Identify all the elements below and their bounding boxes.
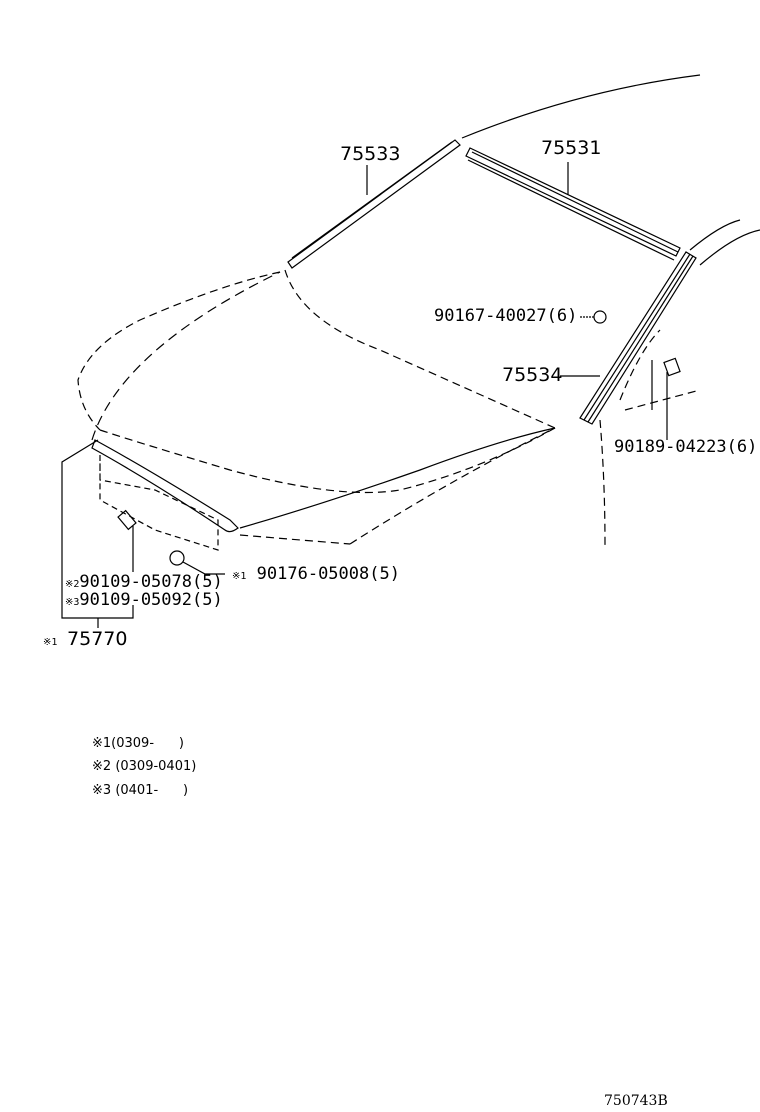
- applicability-mark: ※2: [65, 579, 80, 590]
- applicability-mark: ※1: [232, 571, 247, 582]
- part-label-75531: 75531: [541, 137, 602, 159]
- note-1: ※1(0309- ): [92, 736, 184, 751]
- part-number: 90189-04223: [614, 437, 727, 457]
- part-label-90109-05092: ※390109-05092(5): [65, 590, 223, 610]
- part-qty: (6): [726, 437, 758, 457]
- part-label-90189-04223: 90189-04223(6): [614, 437, 757, 457]
- note-3: ※3 (0401- ): [92, 783, 188, 798]
- note-mark: ※2: [92, 759, 112, 774]
- part-label-75534: 75534: [502, 364, 563, 386]
- part-number: 90109-05092: [79, 590, 192, 610]
- part-number: 90109-05078: [79, 572, 192, 592]
- note-range: (0401- ): [115, 783, 189, 798]
- part-qty: (5): [192, 572, 223, 592]
- applicability-mark: ※3: [65, 597, 80, 608]
- part-label-90167-40027: 90167-40027(6): [434, 306, 577, 326]
- note-range: (0309- ): [111, 736, 184, 751]
- part-qty: (5): [369, 564, 400, 584]
- part-number: 90167-40027: [434, 306, 547, 326]
- part-label-75770: ※1 75770: [43, 628, 128, 650]
- note-2: ※2 (0309-0401): [92, 759, 196, 774]
- part-number: 90176-05008: [256, 564, 370, 584]
- part-qty: (6): [546, 306, 578, 326]
- molding-75531: [465, 147, 681, 261]
- applicability-mark: ※1: [43, 637, 58, 648]
- part-label-90176-05008: ※1 90176-05008(5): [232, 564, 400, 584]
- part-label-75533: 75533: [340, 143, 401, 165]
- cowl-75770: [91, 439, 239, 551]
- part-label-90109-05078: ※290109-05078(5): [65, 572, 223, 592]
- roof-line: [461, 74, 701, 139]
- part-qty: (5): [192, 590, 223, 610]
- molding-75534: [579, 251, 697, 425]
- part-number: 75770: [67, 628, 128, 650]
- note-mark: ※1: [92, 736, 112, 751]
- illustration-code: 750743B: [604, 1093, 668, 1109]
- note-range: (0309-0401): [115, 759, 197, 774]
- molding-75533: [287, 139, 461, 269]
- note-mark: ※3: [92, 783, 112, 798]
